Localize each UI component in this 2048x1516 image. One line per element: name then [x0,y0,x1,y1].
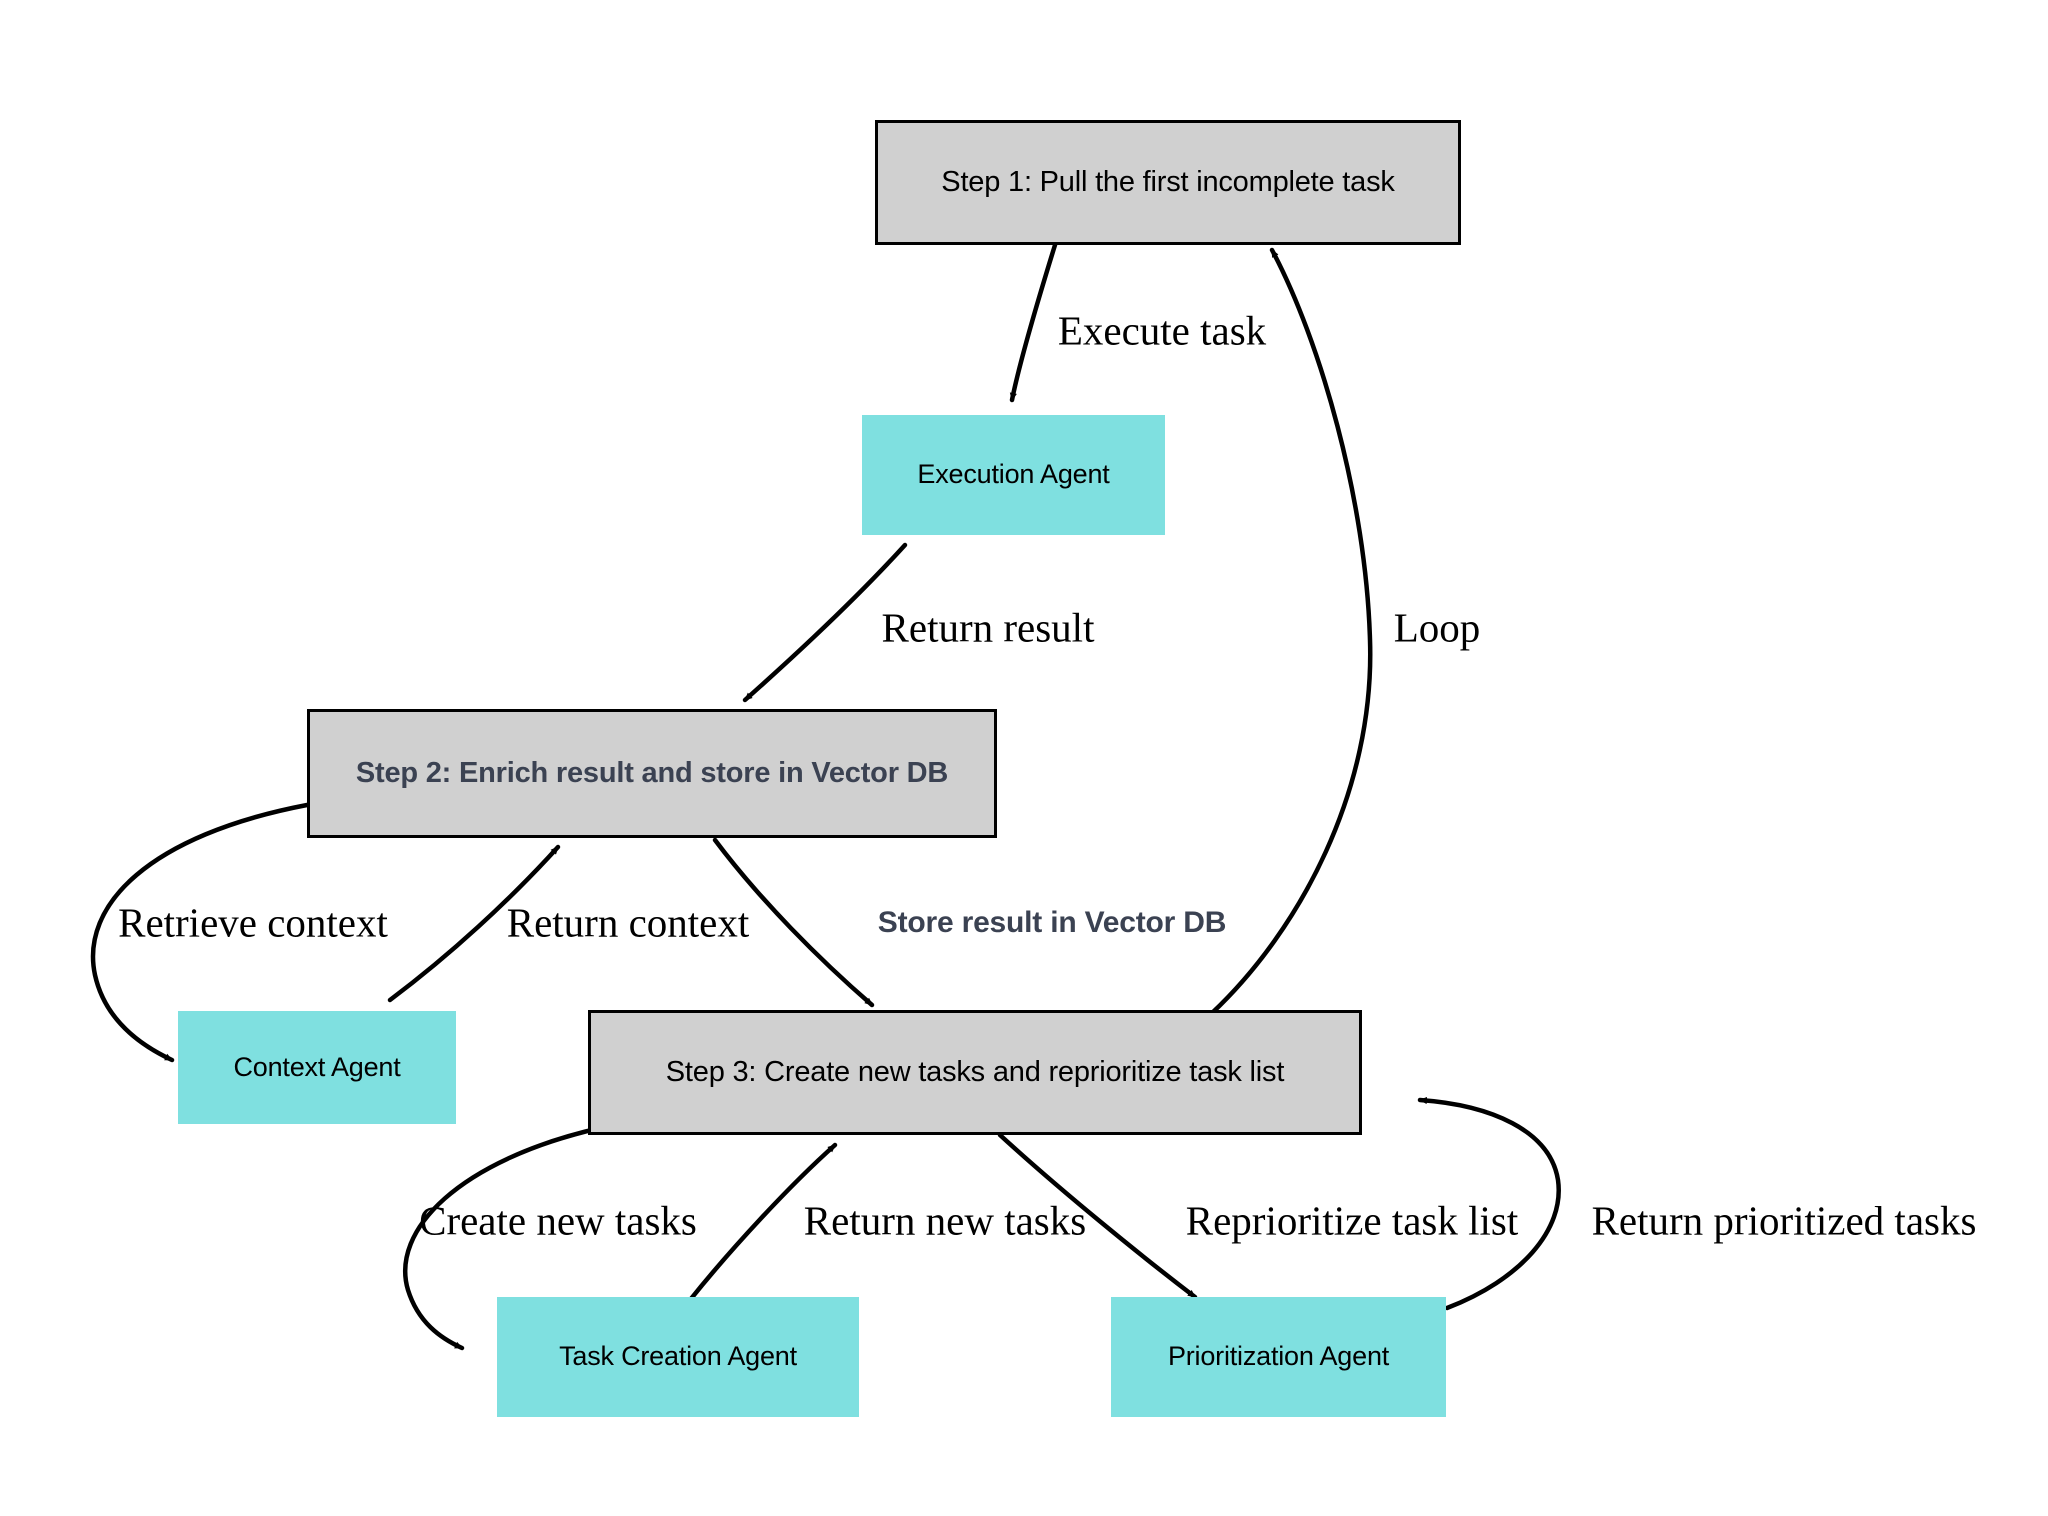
node-step-3[interactable]: Step 3: Create new tasks and reprioritiz… [588,1010,1362,1135]
node-step-1[interactable]: Step 1: Pull the first incomplete task [875,120,1461,245]
edge-label-create-new-tasks: Create new tasks [419,1197,697,1244]
node-prioritization-agent-label: Prioritization Agent [1167,1341,1390,1372]
node-step-3-label: Step 3: Create new tasks and reprioritiz… [665,1055,1285,1088]
node-step-1-label: Step 1: Pull the first incomplete task [941,165,1395,198]
node-context-agent-label: Context Agent [233,1051,401,1082]
edge-label-return-new-tasks: Return new tasks [803,1197,1087,1244]
edge-path-store-result [712,837,875,1008]
edge-path-return-prioritized [1417,1096,1561,1311]
edge-path-loop [1209,247,1373,1016]
edge-label-execute-task: Execute task [1057,307,1267,354]
edge-path-retrieve-context [90,802,310,1063]
node-prioritization-agent[interactable]: Prioritization Agent [1111,1297,1446,1417]
node-task-creation-agent[interactable]: Task Creation Agent [497,1297,859,1417]
node-execution-agent[interactable]: Execution Agent [862,415,1165,535]
node-task-creation-agent-label: Task Creation Agent [559,1341,797,1372]
edge-label-retrieve-context: Retrieve context [118,899,388,946]
edge-path-return-result [742,542,908,703]
edge-label-return-context: Return context [506,899,750,946]
node-step-2-label: Step 2: Enrich result and store in Vecto… [355,756,949,789]
edge-path-execute-task [1009,242,1058,403]
edge-label-return-result: Return result [881,604,1095,651]
edge-label-store-result: Store result in Vector DB [877,906,1227,939]
edge-path-create-new-tasks [402,1125,603,1351]
edge-label-reprioritize: Reprioritize task list [1185,1197,1519,1244]
edge-path-reprioritize [997,1132,1198,1300]
node-step-2[interactable]: Step 2: Enrich result and store in Vecto… [307,709,997,838]
edge-path-return-context [387,844,561,1003]
node-execution-agent-label: Execution Agent [917,459,1110,490]
edge-label-loop: Loop [1393,604,1481,651]
edge-path-return-new-tasks [687,1142,838,1303]
edge-label-return-prioritized: Return prioritized tasks [1591,1197,1977,1244]
node-context-agent[interactable]: Context Agent [178,1011,456,1124]
